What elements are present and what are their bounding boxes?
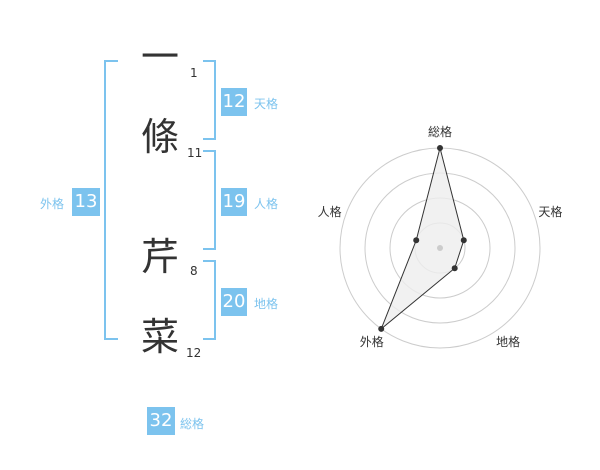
gaikaku-value: 13 (72, 188, 100, 216)
radar-axis-label-5: 人格 (318, 204, 342, 219)
radar-axis-label-4: 外格 (360, 334, 384, 349)
name-char-2: 條 (141, 115, 180, 159)
tenkaku-value: 12 (221, 88, 247, 116)
radar-center-dot (437, 245, 443, 251)
radar-axis-label-3: 地格 (496, 334, 520, 349)
radar-point-1 (437, 145, 443, 151)
jinkaku-value: 19 (221, 188, 247, 216)
chikaku-label: 地格 (254, 297, 279, 311)
radar-point-2 (460, 237, 467, 244)
radar-axis-label-1: 総格 (428, 124, 452, 139)
radar-point-3 (451, 265, 458, 272)
name-char-4: 菜 (141, 315, 180, 359)
chikaku-bracket (203, 260, 216, 340)
name-char-3: 芹 (141, 235, 180, 279)
gaikaku-bracket (104, 60, 118, 340)
radar-point-4 (378, 325, 385, 332)
stroke-count-2: 11 (187, 146, 203, 160)
soukaku-value: 32 (147, 407, 175, 435)
radar-point-5 (413, 237, 420, 244)
radar-axis-label-2: 天格 (538, 204, 562, 219)
jinkaku-label: 人格 (254, 197, 279, 211)
chikaku-value: 20 (221, 288, 247, 316)
tenkaku-bracket (203, 60, 216, 140)
stroke-count-1: 1 (190, 66, 198, 80)
stroke-count-4: 12 (186, 346, 202, 360)
stroke-count-3: 8 (190, 264, 198, 278)
name-char-1: 一 (141, 35, 180, 79)
tenkaku-label: 天格 (254, 97, 279, 111)
soukaku-label: 総格 (180, 417, 205, 431)
jinkaku-bracket (203, 150, 216, 250)
radar-polygon (380, 147, 465, 330)
gaikaku-label: 外格 (40, 197, 65, 211)
